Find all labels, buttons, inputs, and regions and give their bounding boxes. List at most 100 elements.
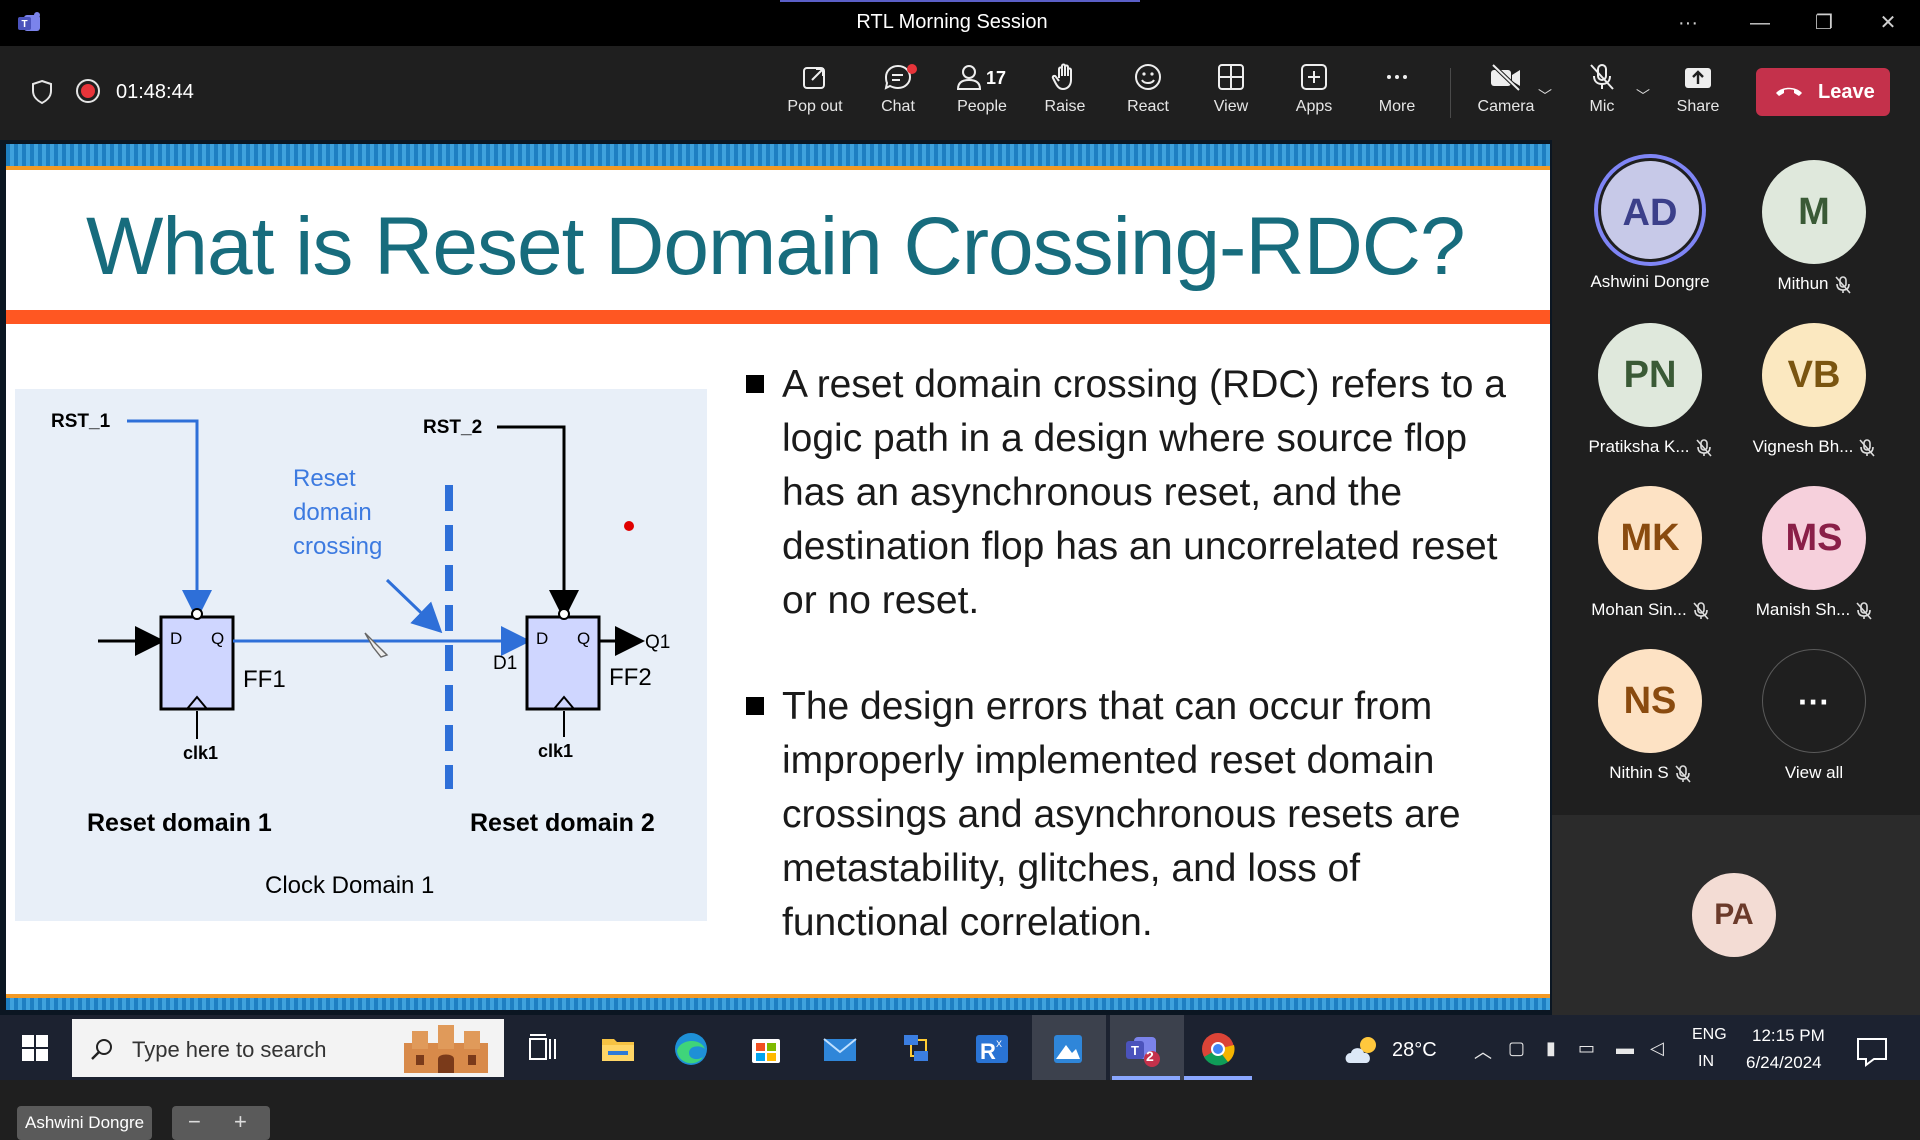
mic-options-chevron-icon[interactable]: ﹀	[1636, 88, 1650, 104]
show-hidden-icons-chevron-icon[interactable]: ︿	[1474, 1042, 1492, 1062]
weather-temperature[interactable]: 28°C	[1392, 1039, 1437, 1061]
weather-cloud-icon[interactable]	[1342, 1031, 1382, 1071]
clock-date[interactable]: 6/24/2024	[1746, 1053, 1822, 1072]
participant-tile[interactable]: NS Nithin S	[1568, 649, 1732, 783]
zoom-in-button[interactable]: +	[234, 1109, 247, 1134]
mic-off-icon	[1590, 64, 1614, 90]
annotation-arrow	[385, 578, 443, 634]
apps-plus-icon	[1301, 64, 1327, 90]
annotation-line-1: Reset	[293, 465, 356, 492]
minimize-icon[interactable]: —	[1750, 12, 1770, 34]
edge-browser-icon[interactable]	[671, 1029, 711, 1069]
raise-hand-button[interactable]: Raise	[1025, 62, 1105, 130]
reset-domain-1-label: Reset domain 1	[87, 809, 272, 837]
slide-title-underline	[6, 310, 1550, 324]
avatar: M	[1762, 160, 1866, 264]
more-dots-icon	[1387, 75, 1407, 79]
shield-icon[interactable]	[30, 79, 54, 105]
restore-icon[interactable]: ❐	[1815, 12, 1833, 34]
people-button[interactable]: 17 People	[942, 62, 1022, 130]
taskbar-search-box[interactable]: Type here to search	[72, 1019, 504, 1077]
volume-icon[interactable]: ◁	[1650, 1038, 1664, 1058]
participant-name-row: Mohan Sin...	[1568, 600, 1732, 620]
teams-taskbar-icon[interactable]: T	[1122, 1029, 1162, 1069]
participant-name-row: Mithun	[1732, 274, 1896, 294]
ff1-q-pin: Q	[211, 629, 224, 648]
meet-now-icon[interactable]: ▢	[1508, 1038, 1526, 1058]
zoom-out-button[interactable]: −	[188, 1109, 201, 1134]
avatar: PN	[1598, 323, 1702, 427]
battery-icon[interactable]: ▬	[1616, 1038, 1634, 1058]
windows-start-icon[interactable]	[22, 1035, 48, 1061]
ff1-d-pin: D	[170, 629, 182, 648]
more-button[interactable]: More	[1357, 62, 1437, 130]
camera-button[interactable]: Camera	[1466, 62, 1546, 130]
chat-label: Chat	[881, 98, 915, 115]
people-label: People	[957, 98, 1007, 115]
participant-tile[interactable]: MK Mohan Sin...	[1568, 486, 1732, 620]
camera-off-icon	[1491, 63, 1521, 92]
leave-button[interactable]: Leave	[1756, 68, 1890, 116]
rdc-circuit-diagram: RST_1 RST_2 Reset domain crossing D Q FF…	[15, 389, 707, 921]
notification-center-icon[interactable]	[1852, 1031, 1892, 1071]
laser-pointer-dot	[624, 521, 634, 531]
search-highlight-fort-icon	[404, 1025, 488, 1073]
avatar: MK	[1598, 486, 1702, 590]
window-title: RTL Morning Session	[856, 11, 1048, 33]
participant-name: Manish Sh...	[1755, 600, 1851, 619]
microphone-tray-icon[interactable]: ▮	[1546, 1038, 1556, 1058]
slide-top-stripe	[6, 144, 1550, 170]
popout-icon	[803, 67, 825, 89]
file-explorer-icon[interactable]	[598, 1029, 638, 1069]
task-view-icon[interactable]	[524, 1029, 564, 1069]
mic-muted-icon	[1675, 764, 1691, 783]
slide-bottom-stripe	[6, 994, 1550, 1010]
mic-button[interactable]: Mic	[1562, 62, 1642, 130]
camera-label: Camera	[1477, 98, 1535, 115]
slide-bullet: The design errors that can occur from im…	[746, 680, 1526, 950]
input-language-line1[interactable]: ENG	[1692, 1026, 1727, 1043]
ff2-label: FF2	[609, 664, 652, 691]
chat-icon	[884, 64, 912, 90]
close-icon[interactable]: ✕	[1879, 12, 1897, 34]
participant-name-row: Manish Sh...	[1732, 600, 1896, 620]
hang-up-phone-icon	[1776, 87, 1802, 96]
view-button[interactable]: View	[1191, 62, 1271, 130]
mail-icon[interactable]	[820, 1029, 860, 1069]
d1-label: D1	[493, 653, 517, 674]
camera-options-chevron-icon[interactable]: ﹀	[1538, 88, 1552, 104]
photos-app-icon[interactable]	[1048, 1029, 1088, 1069]
microsoft-store-icon[interactable]	[746, 1029, 786, 1069]
network-app-icon[interactable]	[896, 1029, 936, 1069]
mic-muted-icon	[1693, 601, 1709, 620]
toolbar-divider	[1450, 68, 1451, 118]
participant-tile[interactable]: MS Manish Sh...	[1732, 486, 1896, 620]
input-language-line2[interactable]: IN	[1698, 1053, 1714, 1070]
participant-name: Mithun	[1777, 274, 1829, 293]
share-button[interactable]: Share	[1658, 62, 1738, 130]
popout-button[interactable]: Pop out	[775, 62, 855, 130]
clock-time[interactable]: 12:15 PM	[1752, 1026, 1825, 1045]
bullet-square-icon	[746, 375, 764, 393]
react-button[interactable]: React	[1108, 62, 1188, 130]
ff1-clk-label: clk1	[183, 743, 218, 763]
bullet-text-2: The design errors that can occur from im…	[782, 685, 1461, 944]
apps-button[interactable]: Apps	[1274, 62, 1354, 130]
self-video-tile[interactable]: PA	[1552, 815, 1920, 1015]
avatar: NS	[1598, 649, 1702, 753]
participant-tile[interactable]: VB Vignesh Bh...	[1732, 323, 1896, 457]
participant-tile[interactable]: AD Ashwini Dongre	[1568, 158, 1732, 292]
avatar: VB	[1762, 323, 1866, 427]
network-icon[interactable]: ▭	[1578, 1038, 1596, 1058]
mic-label: Mic	[1589, 98, 1615, 115]
avatar: AD	[1598, 158, 1702, 262]
view-all-participants-button[interactable]: ··· View all	[1732, 649, 1896, 783]
participant-tile[interactable]: PN Pratiksha K...	[1568, 323, 1732, 457]
view-grid-icon	[1218, 64, 1244, 90]
participant-tile[interactable]: M Mithun	[1732, 160, 1896, 294]
chat-button[interactable]: Chat	[858, 62, 938, 130]
svg-text:X: X	[996, 1039, 1002, 1049]
window-more-icon[interactable]: ···	[1678, 12, 1698, 34]
chrome-icon[interactable]	[1198, 1029, 1238, 1069]
